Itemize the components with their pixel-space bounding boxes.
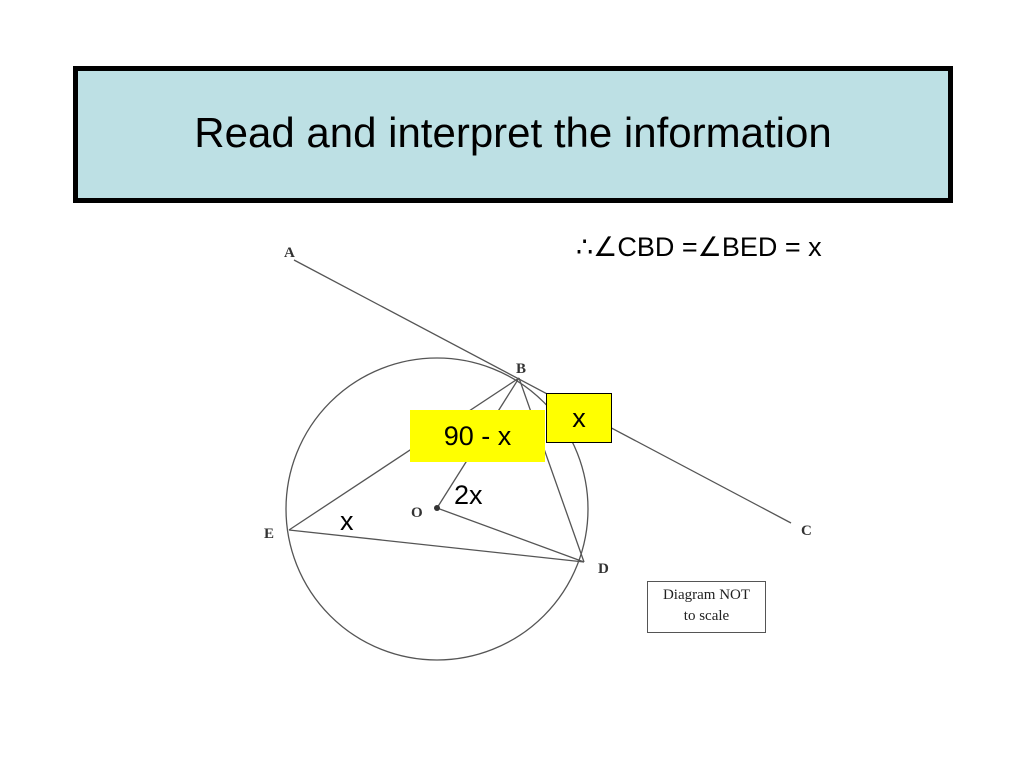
angle-label-cbd: x: [546, 393, 612, 443]
tangent-line-ac: [293, 259, 792, 524]
point-label-e: E: [264, 526, 274, 542]
not-to-scale-note: Diagram NOT to scale: [647, 581, 766, 633]
segment-ed: [288, 529, 585, 563]
note-line-1: Diagram NOT: [662, 587, 751, 603]
centre-point: [434, 505, 440, 511]
point-label-b: B: [516, 361, 526, 377]
title-banner: Read and interpret the information: [73, 66, 953, 203]
point-label-c: C: [801, 523, 812, 539]
angle-label-90-minus-x: 90 - x: [410, 410, 545, 462]
point-label-a: A: [284, 245, 295, 261]
angle-label-bed: x: [340, 506, 354, 536]
angle-label-90-minus-x-text: 90 - x: [443, 420, 512, 451]
segment-od: [436, 507, 585, 563]
slide-title: Read and interpret the information: [194, 108, 832, 156]
angle-statement: ∴∠CBD =∠BED = x: [576, 232, 822, 262]
segment-bd: [518, 377, 585, 563]
segment-be: [288, 377, 520, 531]
point-label-d: D: [598, 561, 609, 577]
note-line-2: to scale: [683, 608, 730, 624]
angle-label-2x: 2x: [454, 480, 483, 510]
angle-label-cbd-text: x: [572, 402, 586, 433]
circle: [285, 357, 589, 661]
point-label-o: O: [411, 505, 423, 521]
